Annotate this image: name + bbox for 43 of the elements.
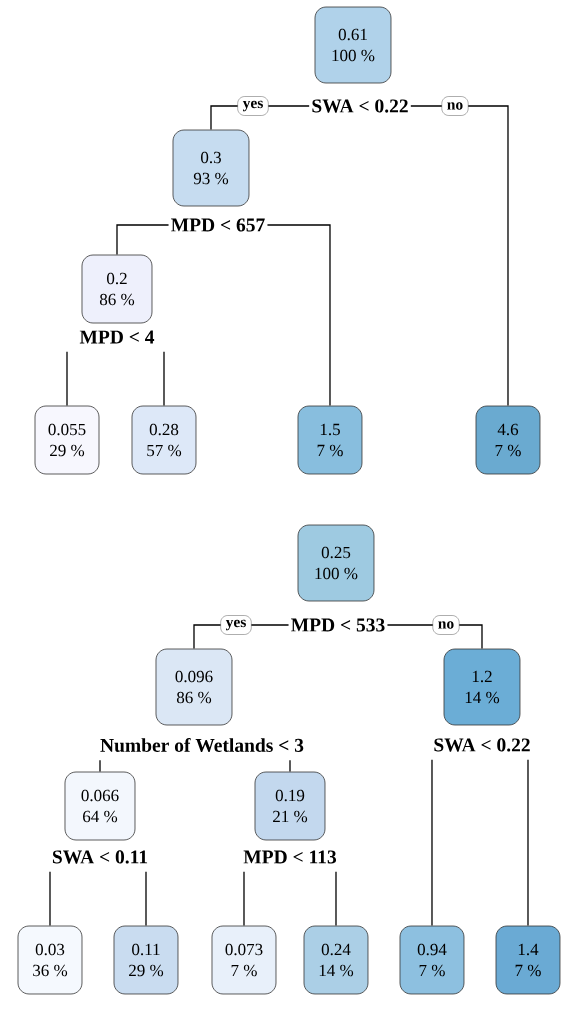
split-label: SWA < 0.22 bbox=[434, 738, 530, 752]
edge-label: no bbox=[432, 615, 460, 635]
edge-label: no bbox=[441, 96, 469, 116]
split-label: SWA < 0.22 bbox=[312, 99, 408, 113]
connector-line bbox=[99, 759, 101, 773]
node-box: 1.4 7 % bbox=[495, 925, 561, 995]
node-box: 1.2 14 % bbox=[443, 648, 521, 726]
node-box: 0.61 100 % bbox=[314, 6, 392, 84]
connector-line bbox=[266, 224, 331, 407]
node-box: 1.5 7 % bbox=[297, 405, 363, 475]
node-box: 0.055 29 % bbox=[34, 405, 100, 475]
connector-line bbox=[335, 871, 337, 927]
connector-line bbox=[431, 759, 433, 927]
node-box: 0.19 21 % bbox=[254, 771, 326, 841]
node-box: 0.25 100 % bbox=[297, 524, 375, 602]
edge-label: yes bbox=[237, 96, 269, 116]
node-box: 0.066 64 % bbox=[64, 771, 136, 841]
node-box: 0.3 93 % bbox=[172, 129, 250, 207]
node-box: 0.096 86 % bbox=[155, 648, 233, 726]
connector-line bbox=[163, 351, 165, 407]
split-label: SWA < 0.11 bbox=[52, 850, 148, 864]
edge-label: yes bbox=[220, 615, 252, 635]
connector-line bbox=[66, 351, 68, 407]
split-label: MPD < 533 bbox=[291, 618, 385, 632]
node-box: 0.24 14 % bbox=[303, 925, 369, 995]
node-box: 0.11 29 % bbox=[113, 925, 179, 995]
node-box: 0.28 57 % bbox=[131, 405, 197, 475]
node-box: 0.94 7 % bbox=[399, 925, 465, 995]
node-box: 0.03 36 % bbox=[17, 925, 83, 995]
split-label: MPD < 4 bbox=[79, 330, 155, 344]
split-label: Number of Wetlands < 3 bbox=[100, 738, 304, 752]
connector-line bbox=[243, 871, 245, 927]
connector-line bbox=[410, 105, 509, 407]
connector-line bbox=[289, 759, 291, 773]
split-label: MPD < 113 bbox=[243, 850, 337, 864]
connector-line bbox=[49, 871, 51, 927]
connector-line bbox=[116, 224, 170, 256]
connector-line bbox=[145, 871, 147, 927]
split-label: MPD < 657 bbox=[171, 218, 265, 232]
node-box: 4.6 7 % bbox=[475, 405, 541, 475]
node-box: 0.2 86 % bbox=[81, 254, 153, 324]
node-box: 0.073 7 % bbox=[211, 925, 277, 995]
connector-line bbox=[527, 759, 529, 927]
